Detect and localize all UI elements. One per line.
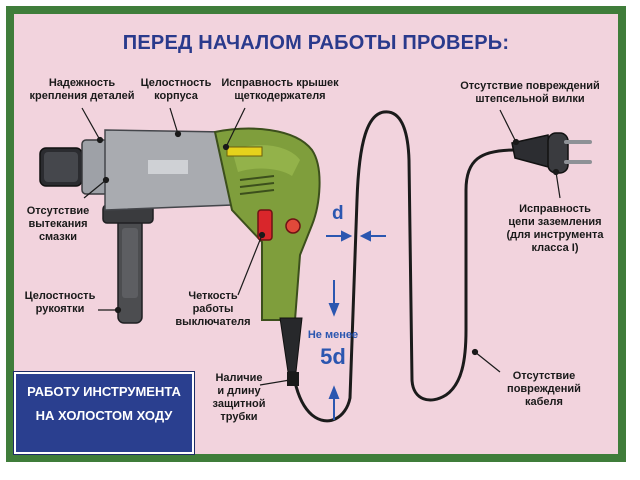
gear-housing bbox=[104, 129, 233, 211]
label-plug: Отсутствие повреждений штепсельной вилки bbox=[460, 80, 600, 105]
power-cable bbox=[289, 110, 517, 423]
badge-line1: РАБОТУ ИНСТРУМЕНТА bbox=[27, 384, 181, 399]
label-handle: Целостность рукоятки bbox=[24, 290, 96, 315]
idle-run-badge: РАБОТУ ИНСТРУМЕНТА НА ХОЛОСТОМ ХОДУ bbox=[14, 372, 194, 454]
dimension-d: d bbox=[332, 203, 344, 224]
drill-chuck bbox=[39, 139, 109, 195]
label-tube: Наличие и длину защитной трубки bbox=[212, 372, 266, 423]
vent-slots bbox=[239, 175, 275, 195]
label-switch: Четкость работы выключателя bbox=[175, 290, 251, 328]
dimension-5d: 5d bbox=[320, 344, 346, 369]
label-grounding: Исправность цепи заземления (для инструм… bbox=[506, 203, 604, 254]
power-cable-path bbox=[289, 110, 517, 423]
label-brush-covers: Исправность крышек щеткодержателя bbox=[221, 77, 339, 102]
dimension-arrows bbox=[326, 230, 386, 420]
label-housing: Целостность корпуса bbox=[140, 77, 212, 102]
leader-lines bbox=[81, 107, 561, 386]
side-handle bbox=[102, 204, 154, 324]
protective-tube bbox=[279, 317, 303, 386]
power-plug bbox=[511, 132, 592, 174]
label-fastening: Надежность крепления деталей bbox=[29, 77, 135, 102]
label-cable: Отсутствие повреждений кабеля bbox=[507, 370, 581, 408]
badge-line2: НА ХОЛОСТОМ ХОДУ bbox=[35, 408, 173, 423]
poster-title: ПЕРЕД НАЧАЛОМ РАБОТЫ ПРОВЕРЬ: bbox=[122, 32, 510, 54]
dimension-min-label: Не менее bbox=[307, 329, 359, 341]
label-lubricant: Отсутствие вытекания смазки bbox=[26, 205, 90, 243]
